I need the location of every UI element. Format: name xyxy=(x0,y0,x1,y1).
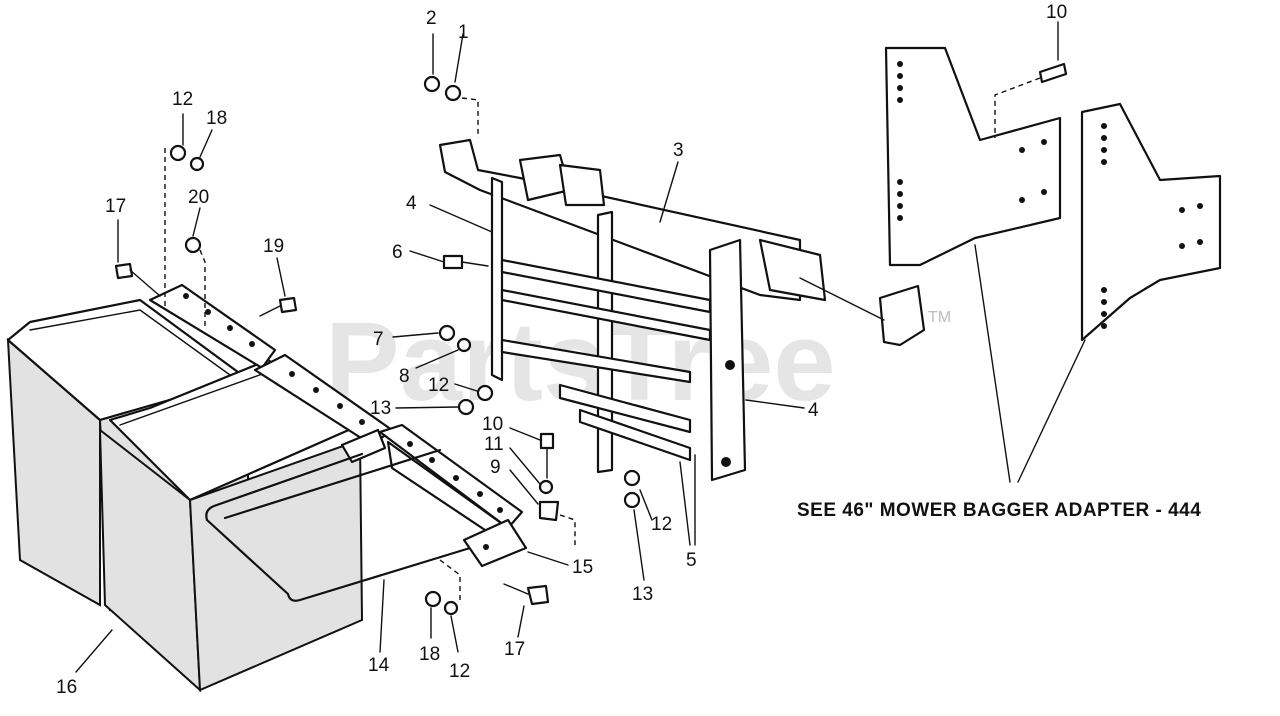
callout-19: 19 xyxy=(263,236,284,257)
callout-6: 6 xyxy=(392,242,403,263)
callout-12b: 12 xyxy=(651,514,672,535)
hitch-assembly xyxy=(438,138,926,482)
callout-4b: 4 xyxy=(808,400,819,421)
watermark-tm: TM xyxy=(928,309,951,326)
callout-14: 14 xyxy=(368,655,390,676)
callout-7: 7 xyxy=(373,329,384,350)
callout-17b: 17 xyxy=(504,639,525,660)
adapter-brackets xyxy=(884,46,1222,342)
adapter-reference-note: SEE 46" MOWER BAGGER ADAPTER - 444 xyxy=(797,500,1201,521)
callout-12c: 12 xyxy=(172,89,193,110)
callout-3: 3 xyxy=(673,140,684,161)
callout-13b: 13 xyxy=(632,584,653,605)
callout-18a: 18 xyxy=(206,108,227,129)
callout-11: 11 xyxy=(484,434,504,455)
callout-17a: 17 xyxy=(105,196,126,217)
callout-1: 1 xyxy=(458,22,469,43)
callout-9: 9 xyxy=(490,457,501,478)
bagger-frame xyxy=(148,283,524,542)
callout-18b: 18 xyxy=(419,644,440,665)
leader-lines xyxy=(75,21,1086,673)
fasteners xyxy=(114,62,1068,616)
callout-5: 5 xyxy=(686,550,697,571)
callout-12d: 12 xyxy=(449,661,470,682)
callout-2: 2 xyxy=(426,8,437,29)
callout-12a: 12 xyxy=(428,375,449,396)
callout-16: 16 xyxy=(56,677,77,698)
callout-15: 15 xyxy=(572,557,593,578)
callout-20: 20 xyxy=(188,187,209,208)
callout-10a: 10 xyxy=(1046,2,1067,23)
handle xyxy=(205,448,472,602)
bracket xyxy=(462,518,528,568)
callout-13a: 13 xyxy=(370,398,391,419)
callout-10b: 10 xyxy=(482,414,503,435)
callout-4a: 4 xyxy=(406,193,417,214)
callout-8: 8 xyxy=(399,366,410,387)
bagger-bag xyxy=(6,298,364,693)
callouts: 2 1 3 4 6 7 8 12 13 10 11 9 4 12 5 13 15… xyxy=(56,2,1067,698)
